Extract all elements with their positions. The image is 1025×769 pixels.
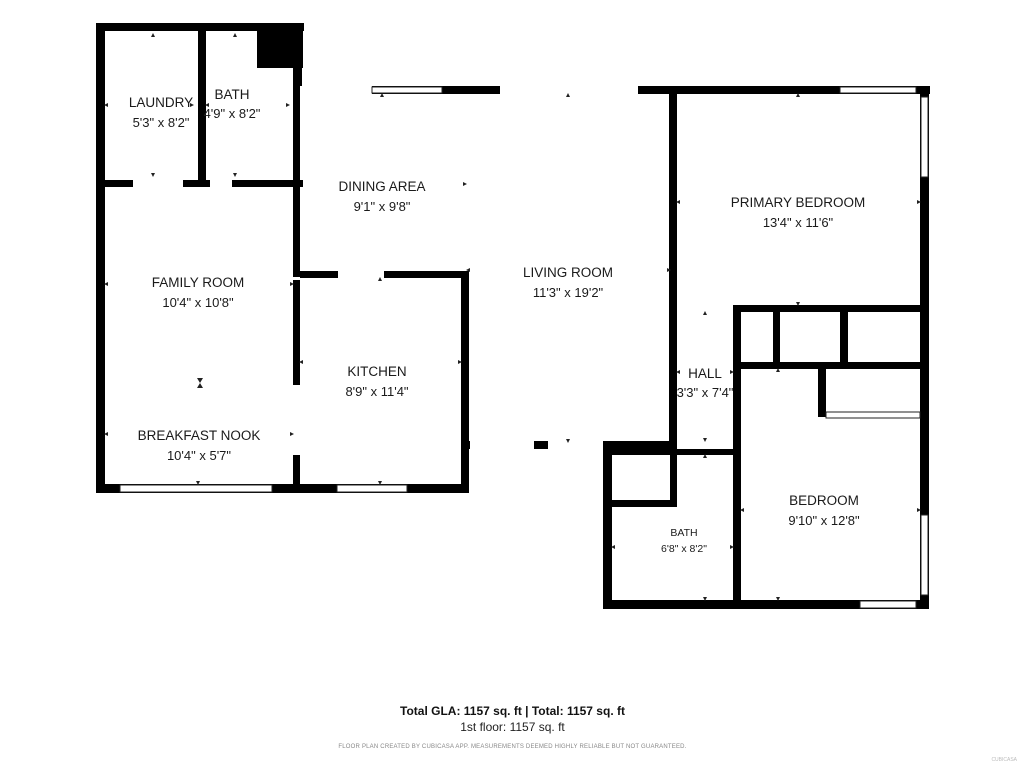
room-dims: 3'3" x 7'4" <box>677 385 734 400</box>
room-name: BATH <box>214 87 249 102</box>
room-dining-area: DINING AREA 9'1" x 9'8" <box>338 179 425 214</box>
room-name: LIVING ROOM <box>523 265 613 280</box>
disclaimer-text: FLOOR PLAN CREATED BY CUBICASA APP. MEAS… <box>338 744 687 750</box>
room-dims: 8'9" x 11'4" <box>345 384 408 399</box>
room-family-room: FAMILY ROOM 10'4" x 10'8" <box>152 275 245 310</box>
room-hall: HALL 3'3" x 7'4" <box>677 366 734 400</box>
room-living-room: LIVING ROOM 11'3" x 19'2" <box>523 265 613 300</box>
room-breakfast-nook: BREAKFAST NOOK 10'4" x 5'7" <box>138 428 261 463</box>
total-area-summary: Total GLA: 1157 sq. ft | Total: 1157 sq.… <box>400 704 625 718</box>
room-name: KITCHEN <box>347 364 406 379</box>
room-dims: 5'3" x 8'2" <box>133 115 190 130</box>
room-kitchen: KITCHEN 8'9" x 11'4" <box>345 364 408 399</box>
room-bedroom: BEDROOM 9'10" x 12'8" <box>788 493 860 528</box>
room-laundry: LAUNDRY 5'3" x 8'2" <box>129 95 193 130</box>
room-name: DINING AREA <box>338 179 425 194</box>
room-dims: 11'3" x 19'2" <box>533 285 604 300</box>
room-dims: 9'1" x 9'8" <box>354 199 411 214</box>
room-name: BEDROOM <box>789 493 859 508</box>
windows <box>119 86 929 609</box>
room-name: FAMILY ROOM <box>152 275 245 290</box>
room-name: LAUNDRY <box>129 95 193 110</box>
room-dims: 6'8" x 8'2" <box>661 543 707 555</box>
room-primary-bedroom: PRIMARY BEDROOM 13'4" x 11'6" <box>731 195 866 230</box>
room-dims: 9'10" x 12'8" <box>788 513 860 528</box>
room-bath-2: BATH 6'8" x 8'2" <box>661 527 707 555</box>
room-name: BREAKFAST NOOK <box>138 428 261 443</box>
room-name: HALL <box>688 366 722 381</box>
room-dims: 13'4" x 11'6" <box>763 215 834 230</box>
room-name: PRIMARY BEDROOM <box>731 195 866 210</box>
room-dims: 10'4" x 10'8" <box>162 295 234 310</box>
walls <box>96 23 930 609</box>
room-name: BATH <box>670 527 697 539</box>
brand-watermark: CUBICASA <box>991 757 1017 763</box>
room-dims: 10'4" x 5'7" <box>167 448 231 463</box>
chase <box>257 23 303 68</box>
dimension-markers <box>104 33 921 601</box>
floor-area-summary: 1st floor: 1157 sq. ft <box>460 720 565 734</box>
room-bath-1: BATH 4'9" x 8'2" <box>204 87 261 121</box>
room-dims: 4'9" x 8'2" <box>204 106 261 121</box>
